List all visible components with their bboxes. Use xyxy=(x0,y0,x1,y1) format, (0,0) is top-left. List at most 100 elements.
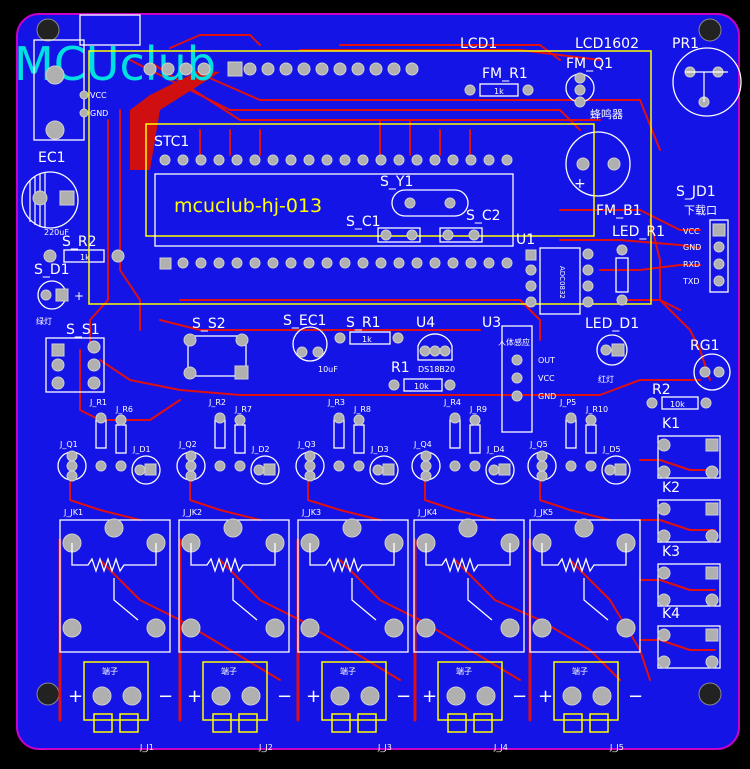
r2-label: R2 xyxy=(652,382,671,398)
s-s2-button: S_S2 xyxy=(183,316,249,380)
s-r1-value: 1k xyxy=(362,335,372,344)
key-switch xyxy=(657,435,721,479)
u3-title: 人体感应 xyxy=(498,337,530,347)
minus-sign: − xyxy=(396,686,411,707)
plus-sign: + xyxy=(68,686,83,707)
u3-vcc: VCC xyxy=(538,374,555,383)
channel-j-label: J_J2 xyxy=(258,743,273,752)
minus-sign: − xyxy=(628,686,643,707)
channel-d-label: J_D5 xyxy=(602,445,621,454)
r2-resistor: R2 10k xyxy=(646,382,712,410)
relay-channel: J_R1J_R6J_Q1J_D1J_JK1 端子 + − J_J1 xyxy=(57,398,173,752)
plus-sign: + xyxy=(538,686,553,707)
channel-jk-label: J_JK3 xyxy=(301,508,321,517)
jd-gnd: GND xyxy=(683,243,701,252)
channel-q-label: J_Q2 xyxy=(178,440,197,449)
u3-label: U3 xyxy=(482,315,501,331)
jd-vcc: VCC xyxy=(683,227,700,236)
mcu-bottom-pins xyxy=(159,257,513,270)
channel-jk-label: J_JK2 xyxy=(182,508,202,517)
channel-jk-label: J_JK4 xyxy=(417,508,437,517)
channel-r1-label: J_R1 xyxy=(89,398,107,407)
channel-d-label: J_D3 xyxy=(370,445,389,454)
plus-sign: + xyxy=(422,686,437,707)
u4-label: U4 xyxy=(416,315,435,331)
s-y1-crystal: S_Y1 xyxy=(380,174,469,217)
lcd1602-outline xyxy=(88,50,652,305)
channel-jk-label: J_JK1 xyxy=(63,508,83,517)
fm-q1-transistor: FM_Q1 xyxy=(565,56,613,108)
pr1-speaker: PR1 xyxy=(672,36,742,117)
u3-pir-module: U3 人体感应 OUT VCC GND xyxy=(482,315,556,433)
channel-j-label: J_J1 xyxy=(139,743,154,752)
s-c1-label: S_C1 xyxy=(346,214,381,230)
r1-resistor: R1 10k xyxy=(388,360,456,392)
keys: K1 K2 K3 K4 xyxy=(657,416,721,669)
channel-r1-label: J_R2 xyxy=(208,398,226,407)
channel-jk-label: J_JK5 xyxy=(533,508,553,517)
channel-q-label: J_Q1 xyxy=(59,440,78,449)
k3-label: K3 xyxy=(662,544,680,560)
u4-value: DS18B20 xyxy=(418,365,455,374)
channel-q-label: J_Q5 xyxy=(529,440,548,449)
ec1-label: EC1 xyxy=(38,150,66,166)
svg-text:+: + xyxy=(74,289,84,303)
pr1-label: PR1 xyxy=(672,36,699,52)
k2-label: K2 xyxy=(662,480,680,496)
s-c2-label: S_C2 xyxy=(466,208,501,224)
u1-adc-chip: U1 ADC0832 xyxy=(516,232,594,315)
channel-q-label: J_Q4 xyxy=(413,440,432,449)
download-label: 下载口 xyxy=(684,204,717,217)
s-d1-label: S_D1 xyxy=(34,262,70,278)
terminal-label: 端子 xyxy=(456,666,472,676)
channel-r2-label: J_R8 xyxy=(353,405,371,414)
fm-r1-label: FM_R1 xyxy=(482,66,528,82)
ec1-value: 220uF xyxy=(44,228,69,237)
lcd1-label: LCD1 xyxy=(460,36,497,52)
rg1-label: RG1 xyxy=(690,338,719,354)
terminal-label: 端子 xyxy=(102,666,118,676)
relay-section: J_R1J_R6J_Q1J_D1J_JK1端子+−J_J1J_R2J_R7J_Q… xyxy=(57,398,643,752)
plus-sign: + xyxy=(187,686,202,707)
fm-r1-resistor: FM_R1 1k xyxy=(464,66,534,97)
channel-r2-label: J_R6 xyxy=(115,405,133,414)
channel-r2-label: J_R10 xyxy=(585,405,608,414)
s-r1-resistor: S_R1 1k xyxy=(334,315,404,345)
s-y1-label: S_Y1 xyxy=(380,174,413,190)
gnd-label: GND xyxy=(90,109,108,118)
u1-label: U1 xyxy=(516,232,535,248)
channel-d-label: J_D2 xyxy=(251,445,270,454)
key-switch xyxy=(657,499,721,543)
jd-rxd: RXD xyxy=(683,260,700,269)
u1-value: ADC0832 xyxy=(558,266,566,299)
channel-r1-label: J_P5 xyxy=(559,398,576,407)
plus-sign: + xyxy=(306,686,321,707)
fm-q1-label: FM_Q1 xyxy=(566,56,613,72)
s-r2-value: 1k xyxy=(80,253,90,262)
minus-sign: − xyxy=(277,686,292,707)
stc1-label: STC1 xyxy=(154,134,189,150)
channel-j-label: J_J4 xyxy=(493,743,508,752)
red-led-label: 红灯 xyxy=(598,374,614,384)
s-r2-resistor: S_R2 1k xyxy=(43,234,125,263)
led-d1-label: LED_D1 xyxy=(585,316,639,332)
lcd1602-label: LCD1602 xyxy=(575,36,639,52)
s-d1-led: S_D1 + 绿灯 xyxy=(34,262,84,326)
channel-r1-label: J_R4 xyxy=(443,398,461,407)
power-connector: VCC GND xyxy=(33,14,141,141)
green-led-label: 绿灯 xyxy=(36,316,52,326)
minus-sign: − xyxy=(512,686,527,707)
led-r1-resistor: LED_R1 xyxy=(612,224,665,306)
minus-sign: − xyxy=(158,686,173,707)
board-id-text: mcuclub-hj-013 xyxy=(174,195,322,217)
mounting-holes xyxy=(36,18,722,706)
channel-d-label: J_D1 xyxy=(132,445,151,454)
u3-out: OUT xyxy=(538,356,555,365)
channel-j-label: J_J3 xyxy=(377,743,392,752)
key-switch xyxy=(657,563,721,607)
